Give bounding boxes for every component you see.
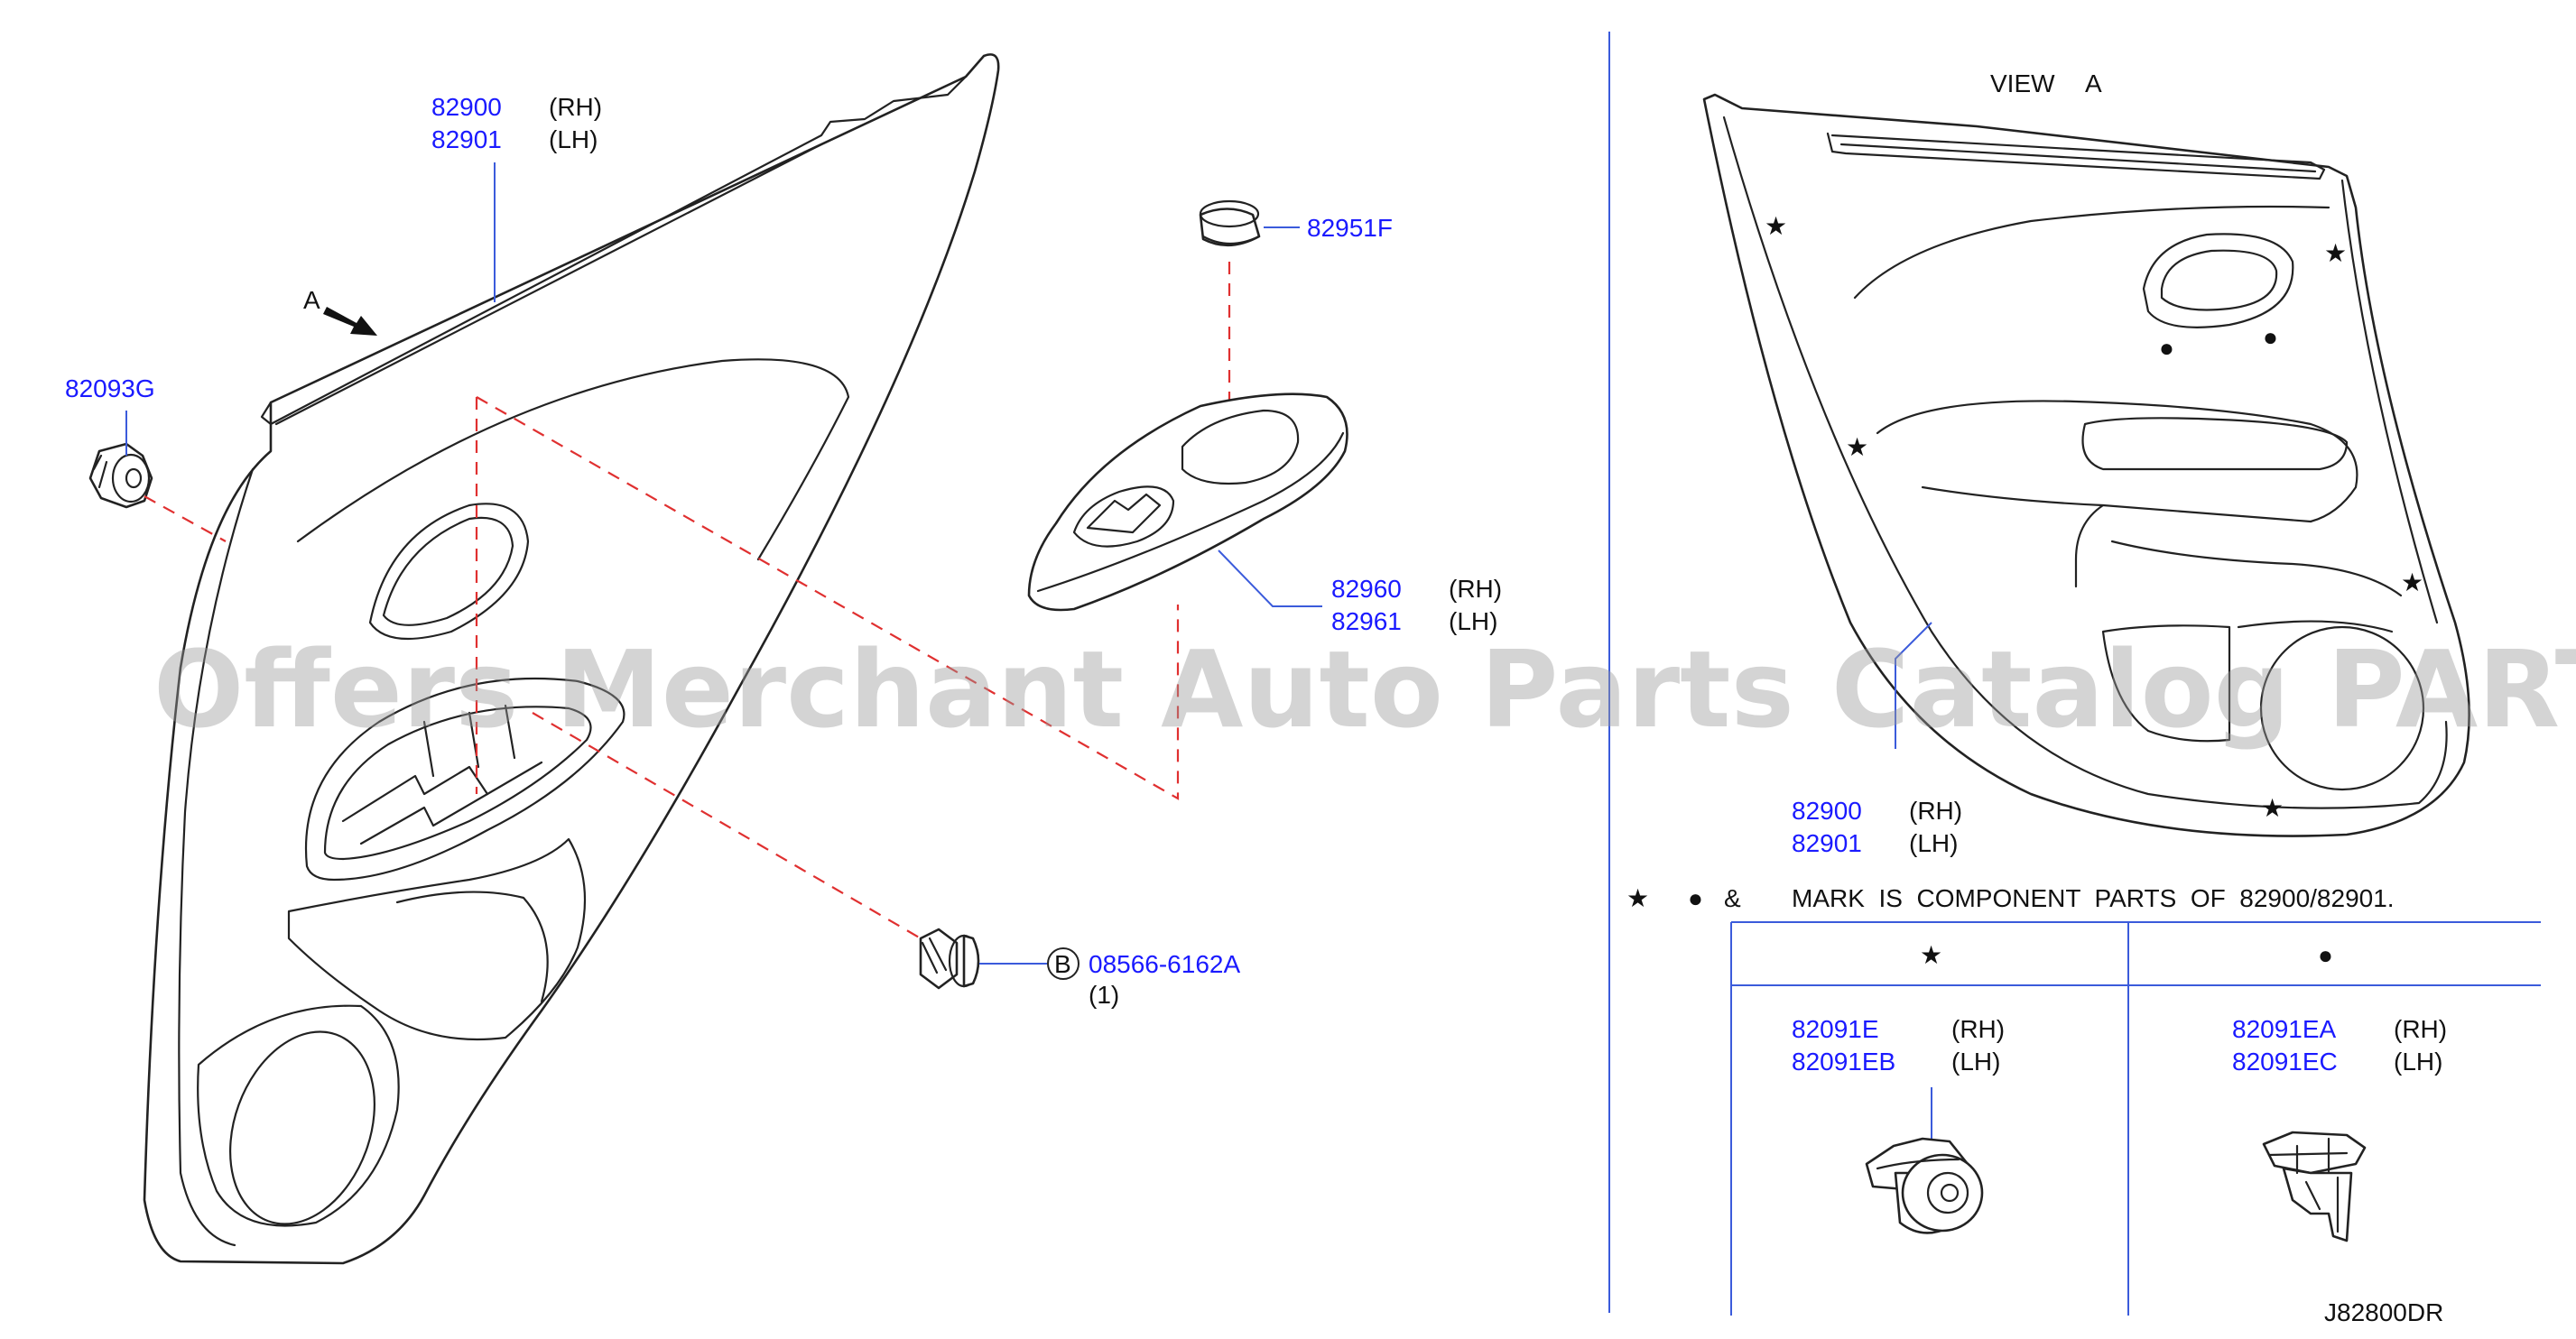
legend-text: MARK IS COMPONENT PARTS OF 82900/82901. [1792,884,2395,912]
screw-ref-b: B [1047,947,1080,980]
part-number-82951F[interactable]: 82951F [1307,214,1393,242]
suffix-lh: (LH) [1951,1048,2000,1076]
dot-mark: ● [2263,323,2278,351]
component-table [1730,921,2541,1316]
dashed-line-clip [144,495,227,542]
door-trim-panel[interactable] [143,53,1000,1265]
suffix-rh: (RH) [1909,797,1962,825]
part-number-82901[interactable]: 82901 [431,125,502,153]
star-mark: ★ [1846,433,1868,461]
suffix-lh: (LH) [549,125,598,153]
svg-text:A: A [303,286,320,314]
star-mark: ★ [2261,794,2284,822]
part-number-08566-6162A[interactable]: 08566-6162A [1089,950,1240,978]
table-header-star: ★ [1920,941,1942,969]
star-mark: ★ [2401,568,2423,596]
watermark: Offers Merchant Auto Parts Catalog PARTS… [153,627,2576,752]
suffix-lh: (LH) [1449,607,1497,635]
dashed-line-screw [532,712,922,939]
leader-82960 [1218,549,1322,607]
suffix-rh: (RH) [1449,575,1502,603]
push-clip-82093G[interactable] [88,442,153,509]
view-label: VIEW [1990,69,2055,97]
part-number-82091EC[interactable]: 82091EC [2232,1048,2338,1076]
part-number-82091E[interactable]: 82091E [1792,1015,1879,1043]
part-number-82900[interactable]: 82900 [1792,797,1862,825]
part-number-82960[interactable]: 82960 [1331,575,1402,603]
part-number-82091EB[interactable]: 82091EB [1792,1048,1895,1076]
part-number-82901[interactable]: 82901 [1792,829,1862,857]
legend-amp: & [1724,884,1741,912]
table-header-dot: ● [2318,941,2333,969]
star-mark: ★ [1765,212,1787,240]
door-trim-view-a[interactable] [1702,93,2470,837]
clip-82091EA[interactable] [2262,1131,2367,1242]
suffix-rh: (RH) [1951,1015,2005,1043]
diagram-code: J82800DR [2324,1298,2443,1326]
leader-82900-view [1895,622,1932,749]
suffix-rh: (RH) [2394,1015,2447,1043]
suffix-rh: (RH) [549,93,602,121]
view-arrow-a: A [303,286,377,336]
part-number-82900[interactable]: 82900 [431,93,502,121]
suffix-lh: (LH) [2394,1048,2442,1076]
view-letter: A [2085,69,2102,97]
power-window-finisher[interactable] [1027,392,1348,612]
legend-dot: ● [1688,884,1703,912]
screw-qty: (1) [1089,981,1119,1009]
svg-text:B: B [1054,950,1071,978]
legend-star: ★ [1626,884,1649,912]
part-number-82961[interactable]: 82961 [1331,607,1402,635]
trim-clip-82091E[interactable] [1865,1137,1984,1234]
cap-82951F[interactable] [1199,199,1261,247]
dashed-line-finisher [476,396,1180,800]
part-number-82093G[interactable]: 82093G [65,374,155,402]
suffix-lh: (LH) [1909,829,1958,857]
star-mark: ★ [2324,239,2347,267]
screw-08566-6162A[interactable] [919,928,980,990]
part-number-82091EA[interactable]: 82091EA [2232,1015,2337,1043]
dot-mark: ● [2159,334,2174,362]
